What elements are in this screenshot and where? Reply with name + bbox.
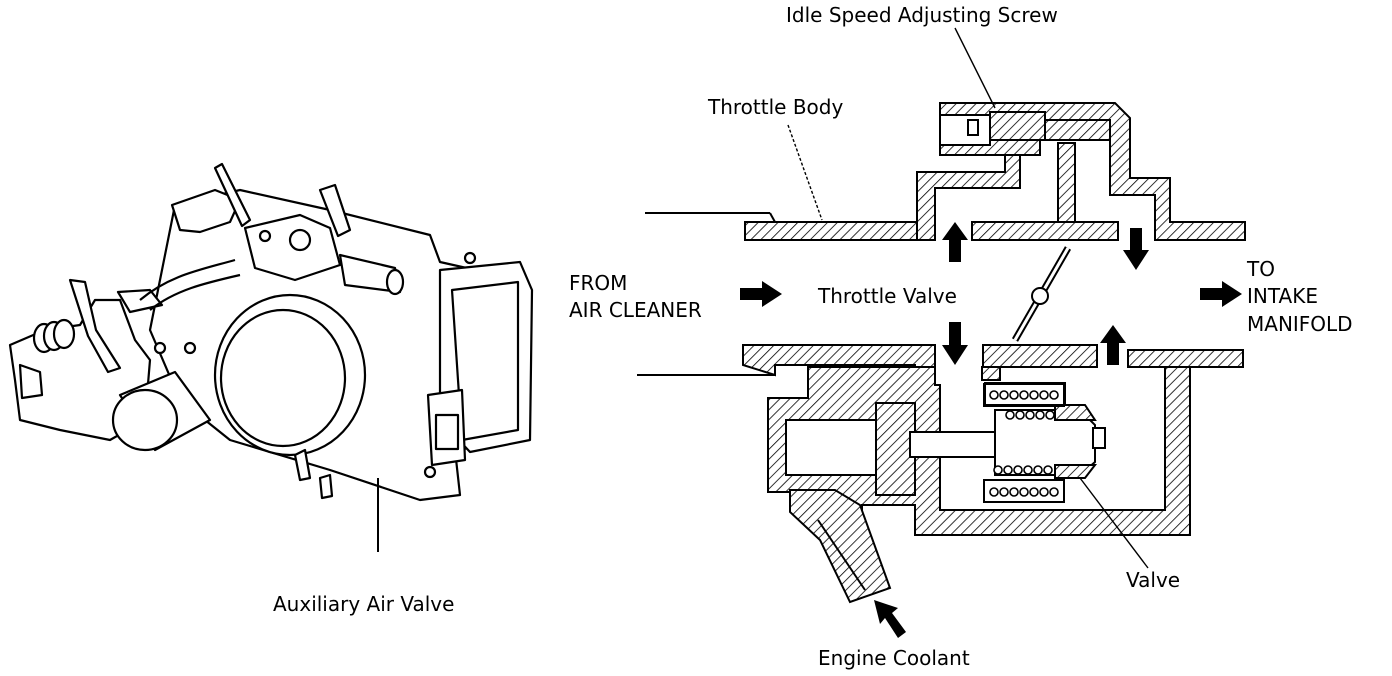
label-to: TO — [1247, 257, 1275, 281]
label-auxiliary-air-valve: Auxiliary Air Valve — [273, 592, 455, 616]
arrow-up-left — [942, 222, 968, 262]
air-inlet-bore — [213, 293, 367, 457]
lower-port — [111, 370, 212, 452]
upper-wall-left — [744, 221, 936, 241]
aux-valve-housing — [767, 366, 1191, 536]
valve-assembly — [981, 366, 1106, 503]
idle-speed-screw — [939, 111, 1046, 146]
leader-lines — [787, 27, 1149, 569]
arrow-down-right — [1123, 228, 1149, 270]
wax-element — [785, 402, 1001, 496]
label-engine-coolant: Engine Coolant — [818, 646, 970, 670]
label-manifold: MANIFOLD — [1247, 312, 1353, 336]
flow-arrows — [740, 222, 1242, 638]
label-throttle-body: Throttle Body — [708, 95, 844, 119]
label-throttle-valve: Throttle Valve — [818, 284, 957, 308]
arrow-down-left — [942, 322, 968, 365]
throttle-spring — [32, 318, 76, 354]
label-valve: Valve — [1126, 568, 1181, 592]
label-from: FROM — [569, 271, 628, 295]
cross-section — [637, 102, 1246, 604]
throttle-valve-plate — [1011, 246, 1072, 342]
connector-box — [426, 260, 534, 467]
label-air-cleaner: AIR CLEANER — [569, 298, 702, 322]
arrow-to-intake — [1200, 281, 1242, 307]
arrow-up-right — [1100, 325, 1126, 365]
coolant-pipe — [789, 489, 892, 604]
upper-step — [916, 149, 1021, 241]
label-intake: INTAKE — [1247, 284, 1318, 308]
arrow-coolant — [874, 600, 906, 638]
label-idle-speed-screw: Idle Speed Adjusting Screw — [786, 3, 1058, 27]
lower-wall — [742, 344, 936, 386]
arrow-from-air-cleaner — [740, 281, 782, 307]
throttle-body-illustration — [8, 162, 534, 502]
